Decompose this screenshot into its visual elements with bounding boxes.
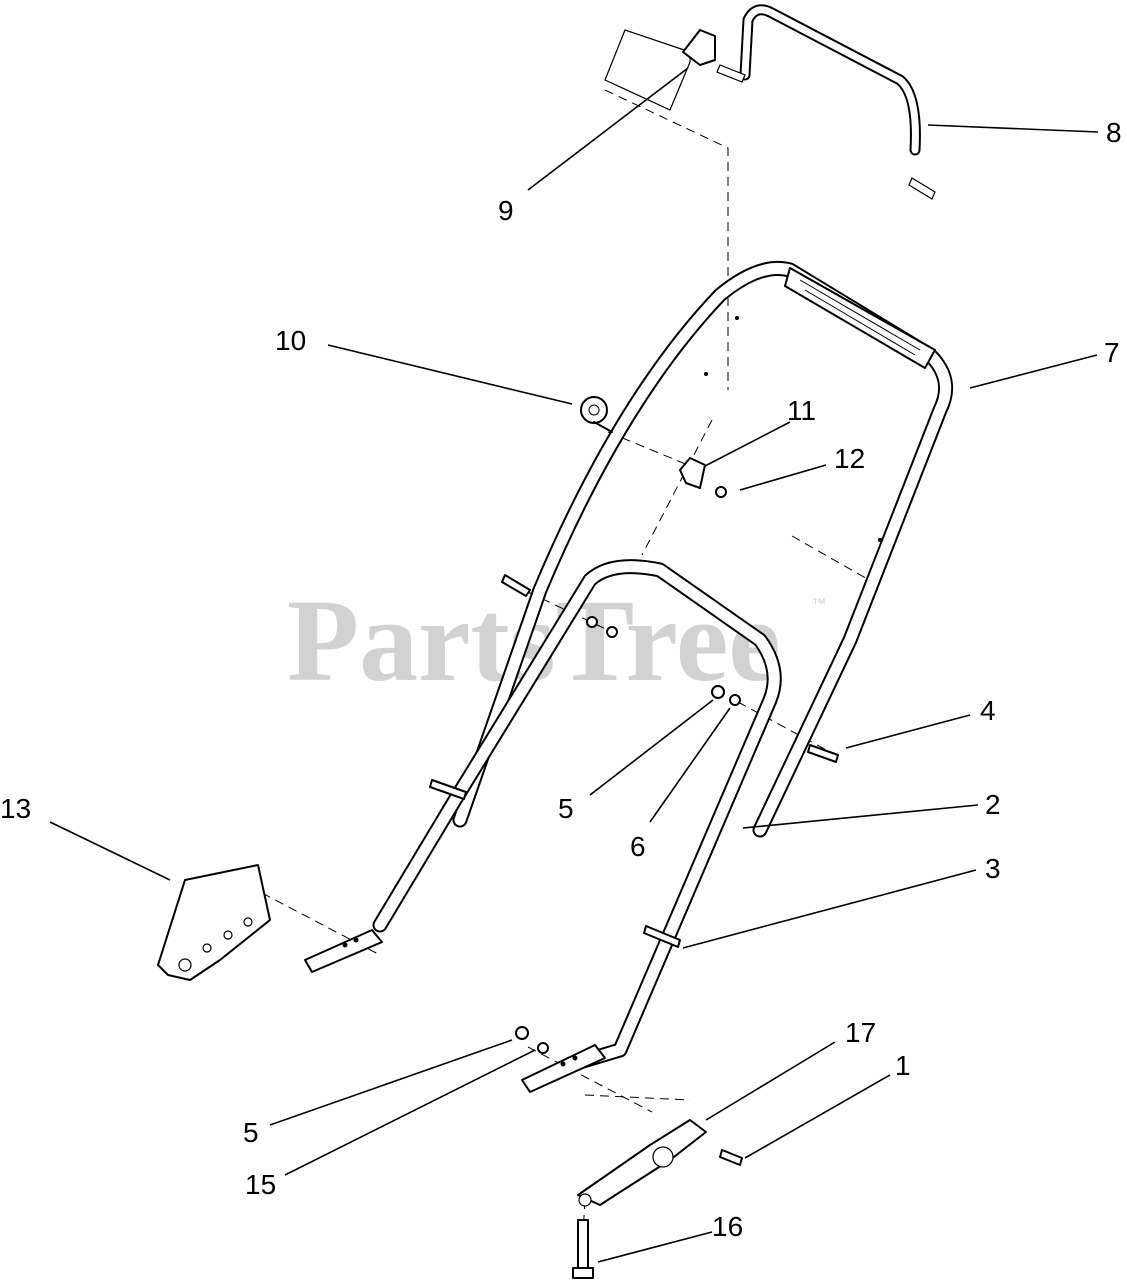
callout-1: 1 bbox=[895, 1050, 911, 1081]
lower-handle-part-2 bbox=[304, 559, 782, 1093]
callout-7: 7 bbox=[1104, 337, 1120, 368]
cable-guide-part-11 bbox=[679, 457, 706, 489]
callout-5-lower: 5 bbox=[243, 1117, 259, 1148]
link-part-17 bbox=[577, 1119, 707, 1207]
callout-17: 17 bbox=[845, 1017, 876, 1048]
callout-5-upper: 5 bbox=[558, 793, 574, 824]
callout-13: 13 bbox=[0, 793, 31, 824]
callout-6: 6 bbox=[630, 831, 646, 862]
hook-part-10 bbox=[580, 396, 613, 433]
callout-labels: 8 9 10 7 11 12 4 5 6 2 13 3 17 1 5 15 16 bbox=[0, 117, 1122, 1242]
callout-4: 4 bbox=[980, 695, 996, 726]
watermark-trademark: ™ bbox=[812, 595, 826, 611]
callout-10: 10 bbox=[275, 325, 306, 356]
bracket-part-13 bbox=[157, 864, 271, 981]
callout-15: 15 bbox=[245, 1169, 276, 1200]
callout-8: 8 bbox=[1106, 117, 1122, 148]
bail-part-8 bbox=[716, 4, 936, 200]
bracket-part-9 bbox=[604, 29, 716, 111]
hardware bbox=[501, 574, 839, 1279]
callout-3: 3 bbox=[985, 853, 1001, 884]
callout-11: 11 bbox=[787, 395, 816, 426]
upper-handle-part-7 bbox=[452, 260, 954, 838]
nut-part-12 bbox=[715, 486, 727, 498]
callout-2: 2 bbox=[985, 789, 1001, 820]
leader-lines bbox=[49, 67, 1099, 1263]
callout-9: 9 bbox=[498, 195, 514, 226]
callout-16: 16 bbox=[712, 1211, 743, 1242]
cable-clips-part-3 bbox=[429, 779, 681, 948]
callout-12: 12 bbox=[834, 443, 865, 474]
